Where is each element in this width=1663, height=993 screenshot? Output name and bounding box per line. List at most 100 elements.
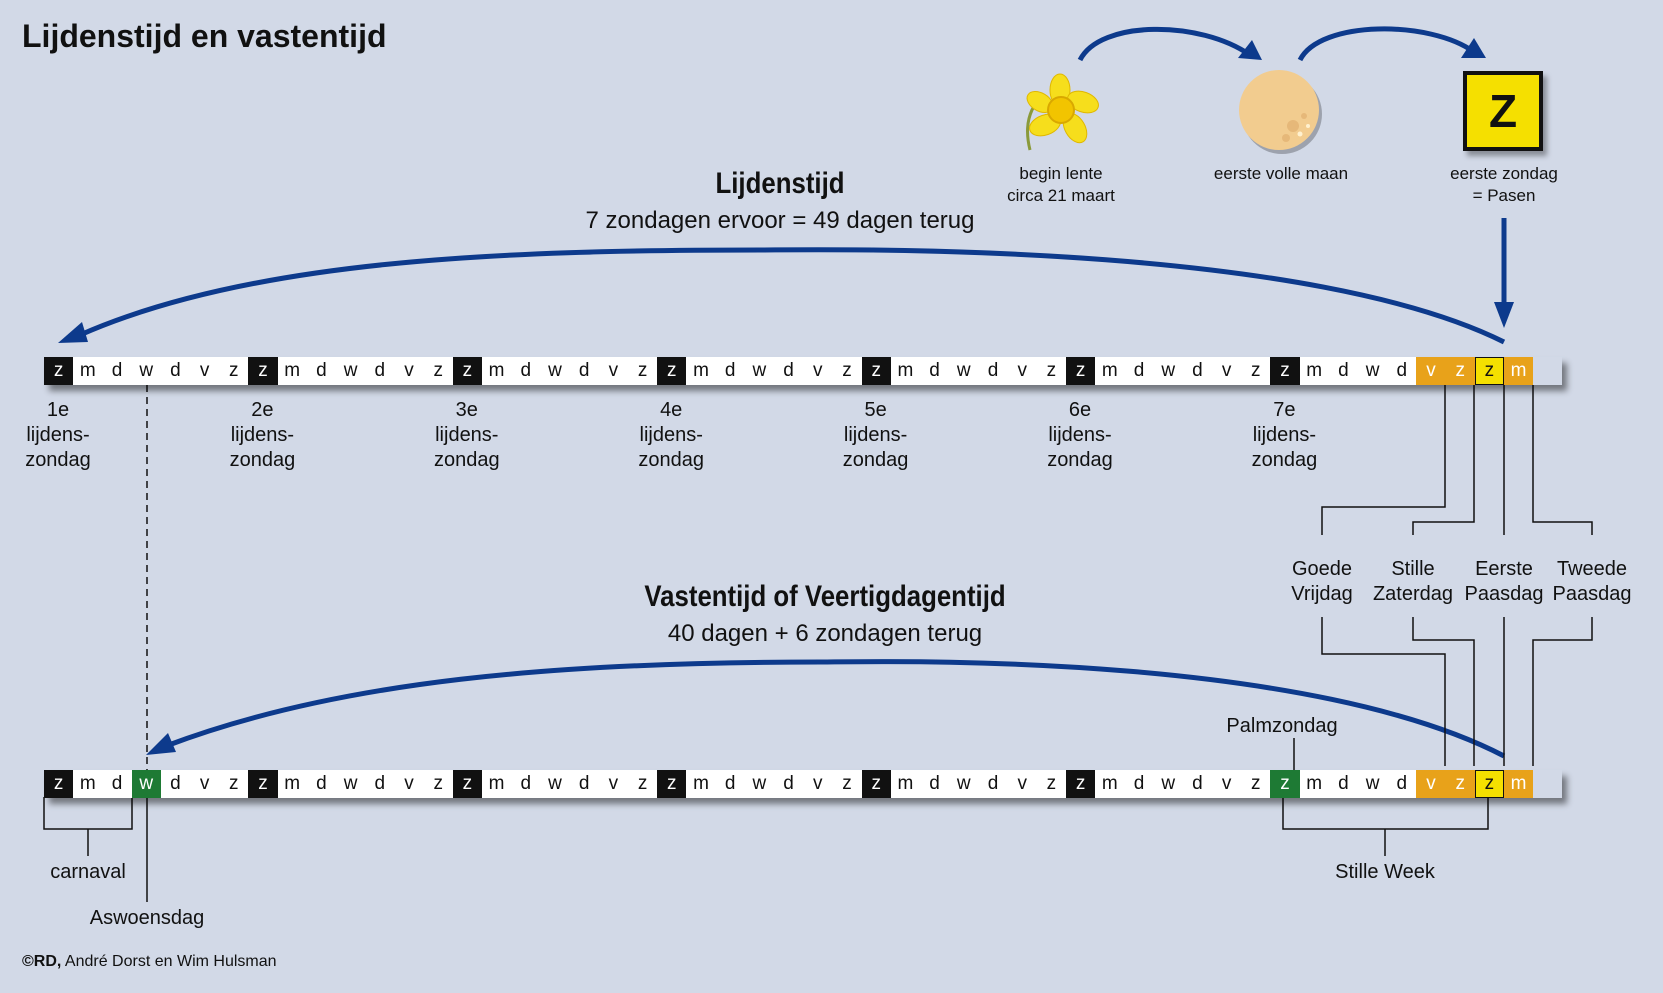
day-cell: v bbox=[190, 770, 220, 798]
day-cell: d bbox=[1182, 357, 1212, 385]
day-cell: m bbox=[277, 357, 307, 385]
label-line: Paasdag bbox=[1464, 583, 1544, 605]
day-cell: w bbox=[1358, 357, 1388, 385]
day-cell: d bbox=[774, 770, 804, 798]
day-cell: v bbox=[394, 357, 424, 385]
sunday-label-line: zondag bbox=[433, 449, 500, 471]
day-cell: d bbox=[1124, 357, 1154, 385]
day-cell: m bbox=[482, 770, 512, 798]
day-cell: d bbox=[102, 770, 132, 798]
day-cell: d bbox=[920, 357, 950, 385]
sunday-cell: z bbox=[248, 770, 278, 798]
subtitle-lijdenstijd: 7 zondagen ervoor = 49 dagen terug bbox=[585, 207, 975, 234]
sunday-label: 4e lijdens-zondag bbox=[638, 398, 704, 473]
day-cell: w bbox=[540, 357, 570, 385]
day-cell: v bbox=[1007, 770, 1037, 798]
day-cell: w bbox=[336, 770, 366, 798]
easter-connectors bbox=[1321, 385, 1593, 766]
day-cell: d bbox=[978, 357, 1008, 385]
day-cell: d bbox=[1124, 770, 1154, 798]
day-cell: d bbox=[569, 770, 599, 798]
sunday-label-line: 2e bbox=[251, 399, 274, 421]
day-cell: d bbox=[306, 770, 336, 798]
day-cell: d bbox=[715, 770, 745, 798]
pasen-z-icon: Z bbox=[1463, 71, 1543, 151]
step-arrow-lente-maan bbox=[1077, 26, 1262, 62]
day-cell: z bbox=[1241, 770, 1271, 798]
sunday-label-line: 4e bbox=[660, 399, 683, 421]
day-cell: w bbox=[1153, 357, 1183, 385]
holy-day-cell: v bbox=[1416, 357, 1446, 385]
day-cell: d bbox=[715, 357, 745, 385]
day-cell: w bbox=[949, 770, 979, 798]
day-cell: m bbox=[277, 770, 307, 798]
credit-text: André Dorst en Wim Hulsman bbox=[61, 953, 277, 970]
easter-sunday-cell: z bbox=[1474, 357, 1504, 385]
day-cell: m bbox=[686, 770, 716, 798]
day-cell: v bbox=[1212, 770, 1242, 798]
day-cell: d bbox=[774, 357, 804, 385]
caption-line: = Pasen bbox=[1472, 186, 1536, 205]
page-title: Lijdenstijd en vastentijd bbox=[22, 18, 387, 54]
caption-begin-lente: begin lente circa 21 maart bbox=[1007, 163, 1115, 207]
day-cell: m bbox=[1299, 770, 1329, 798]
arc-arrow-lijdenstijd bbox=[58, 247, 1506, 345]
sunday-cell: z bbox=[44, 770, 74, 798]
day-cell: d bbox=[1182, 770, 1212, 798]
holy-day-cell: m bbox=[1504, 770, 1534, 798]
sunday-cell: z bbox=[1066, 770, 1096, 798]
daffodil-icon bbox=[1026, 73, 1099, 151]
label-aswoensdag: Aswoensdag bbox=[89, 907, 205, 929]
day-cell: v bbox=[803, 357, 833, 385]
label-line: Tweede bbox=[1556, 558, 1628, 580]
sunday-label-line: 5e bbox=[864, 399, 887, 421]
day-cell: m bbox=[890, 357, 920, 385]
caption-line: circa 21 maart bbox=[1007, 186, 1115, 205]
day-cell: m bbox=[482, 357, 512, 385]
sunday-cell: z bbox=[248, 357, 278, 385]
sunday-cell: z bbox=[44, 357, 74, 385]
day-cell: v bbox=[598, 770, 628, 798]
sunday-cell: z bbox=[861, 770, 891, 798]
caption-line: eerste zondag bbox=[1450, 164, 1558, 183]
easter-sunday-cell: z bbox=[1474, 770, 1504, 798]
sunday-cell: z bbox=[452, 770, 482, 798]
step-arrow-maan-zondag bbox=[1297, 26, 1486, 62]
label-carnaval: carnaval bbox=[50, 861, 126, 883]
day-cell: d bbox=[511, 770, 541, 798]
day-cell: d bbox=[306, 357, 336, 385]
day-cell: w bbox=[336, 357, 366, 385]
day-cell: w bbox=[131, 357, 161, 385]
sunday-label-line: zondag bbox=[638, 449, 704, 471]
day-cell: z bbox=[1036, 770, 1066, 798]
sunday-cell: z bbox=[452, 357, 482, 385]
sunday-label-line: zondag bbox=[25, 449, 91, 471]
label-line: Stille bbox=[1391, 558, 1435, 580]
label-line: Zaterdag bbox=[1372, 583, 1454, 605]
sunday-label-line: zondag bbox=[1047, 449, 1113, 471]
sunday-label-line: 1e bbox=[46, 399, 70, 421]
heading-lijdenstijd: Lijdenstijd bbox=[715, 167, 845, 200]
sunday-cell: z bbox=[657, 357, 687, 385]
sunday-label-line: lijdens- bbox=[1252, 424, 1317, 446]
day-cell: d bbox=[365, 770, 395, 798]
label-stille-zaterdag: Stille Zaterdag bbox=[1373, 557, 1453, 607]
day-cell: m bbox=[73, 770, 103, 798]
day-cell: z bbox=[423, 357, 453, 385]
sunday-cell: z bbox=[861, 357, 891, 385]
sunday-label-line: lijdens- bbox=[639, 424, 703, 446]
day-cell: d bbox=[160, 357, 190, 385]
day-cell: m bbox=[73, 357, 103, 385]
label-line: Paasdag bbox=[1552, 583, 1632, 605]
day-cell: z bbox=[1036, 357, 1066, 385]
day-cell: z bbox=[423, 770, 453, 798]
label-tweede-paasdag: Tweede Paasdag bbox=[1553, 557, 1632, 607]
day-cell: w bbox=[949, 357, 979, 385]
day-cell: z bbox=[628, 357, 658, 385]
